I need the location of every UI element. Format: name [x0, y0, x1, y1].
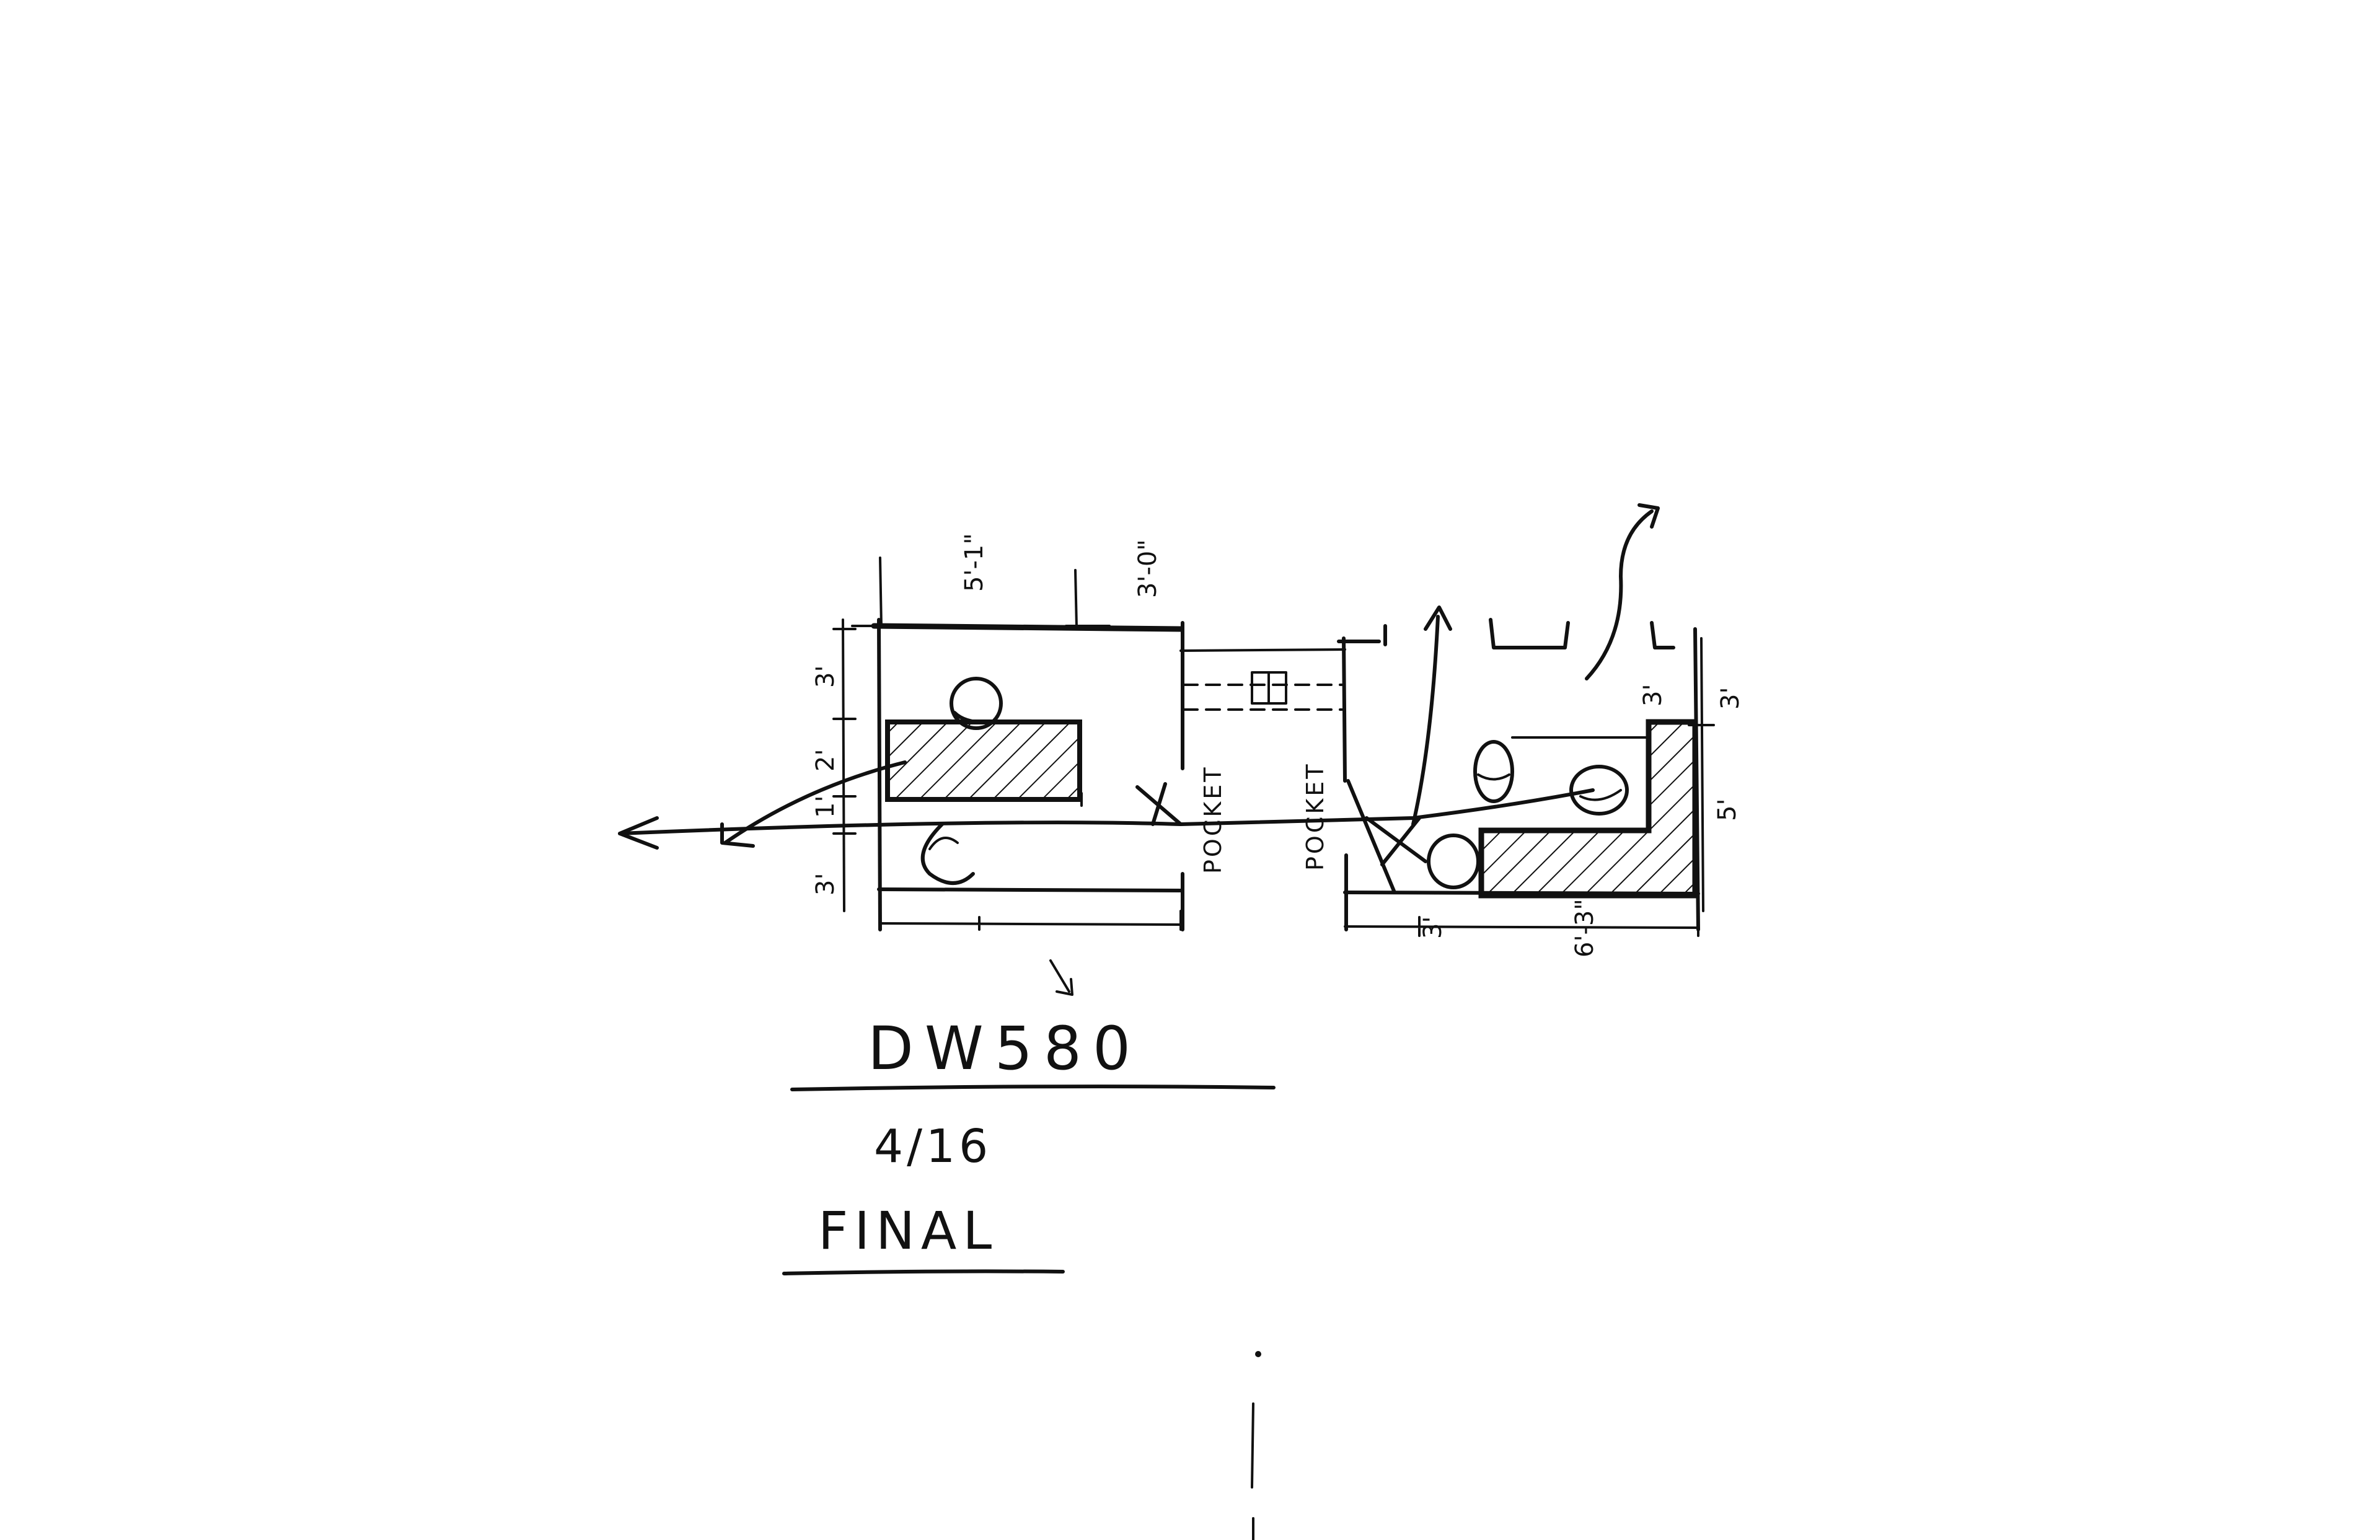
left-door-opening	[1077, 724, 1083, 807]
right-lower-fixture	[1427, 834, 1480, 889]
dim-left-side-bottom: 3'	[811, 873, 840, 895]
corridor-top-wall	[1179, 648, 1346, 652]
left-room-left-wall	[877, 618, 882, 931]
dim-left-side-top: 3'	[811, 666, 840, 688]
project-underline	[790, 1085, 1276, 1091]
right-sink-detail	[1579, 789, 1622, 801]
right-door-swing	[1365, 816, 1427, 866]
dim-left-side-mid: 2'	[811, 749, 840, 772]
left-dimension-labels: 5'-1" 3'-0" 3' 2' 1' 3' POCKET	[811, 533, 1227, 895]
left-sink-detail	[928, 837, 959, 850]
left-sink-lower	[920, 822, 975, 885]
left-side-dimension-line	[832, 618, 857, 912]
right-toilet-seat	[1477, 773, 1510, 781]
long-arrow-branch	[720, 760, 907, 848]
project-date: 4/16	[874, 1120, 992, 1173]
left-bottom-dimension-line	[879, 910, 1182, 931]
right-door-arc	[1346, 779, 1396, 894]
dim-left-top-width: 5'-1"	[960, 533, 989, 592]
dim-right-side-mid: 5'	[1713, 799, 1742, 821]
left-room-bottom-wall	[877, 887, 1183, 892]
right-room-left-wall	[1342, 636, 1348, 931]
dim-left-side-low: 1'	[811, 796, 840, 818]
vertical-mark	[1251, 1402, 1254, 1540]
dim-right-side-top: 3'	[1716, 687, 1745, 710]
left-room-top-wall	[871, 623, 1184, 632]
dim-right-bottom-main: 6'-3"	[1571, 899, 1599, 957]
project-id: DW580	[868, 1014, 1142, 1083]
long-arrow	[618, 760, 1595, 996]
stray-marks	[1251, 1351, 1261, 1540]
left-room	[832, 557, 1184, 931]
left-toilet-top	[950, 677, 1003, 730]
right-room-top-wall-segments	[1337, 618, 1675, 649]
right-sink	[1569, 765, 1629, 816]
label-pocket-left: POCKET	[1199, 765, 1227, 874]
dim-right-bottom-left: 3'	[1419, 917, 1447, 939]
down-arrow	[1049, 959, 1073, 996]
right-dimension-labels: POCKET 3' 3' 5' 3' 6'-3"	[1302, 684, 1745, 957]
right-hatched-tub	[1478, 719, 1698, 899]
corridor-dashed-line	[1183, 684, 1343, 711]
right-up-arrow	[1411, 605, 1452, 826]
left-toilet-base	[953, 711, 1000, 724]
right-curved-arrow	[1585, 503, 1660, 680]
left-hatched-vanity	[885, 719, 1082, 802]
left-top-dimension-line	[851, 557, 1111, 628]
long-arrow-line	[618, 788, 1595, 835]
right-toilet	[1473, 740, 1514, 803]
left-door-swing	[1135, 782, 1183, 826]
project-status: FINAL	[818, 1200, 998, 1261]
right-room	[1337, 503, 1715, 937]
dim-right-corner: 3'	[1639, 684, 1667, 706]
title-block: DW580 4/16 FINAL	[782, 1014, 1276, 1275]
dot-mark	[1255, 1351, 1261, 1357]
dim-left-door: 3'-0"	[1134, 539, 1162, 598]
corridor	[1179, 648, 1346, 711]
right-bottom-dimension-line	[1344, 916, 1699, 937]
label-pocket-right: POCKET	[1302, 762, 1329, 871]
long-arrow-head	[618, 816, 659, 850]
status-underline	[782, 1269, 1065, 1275]
